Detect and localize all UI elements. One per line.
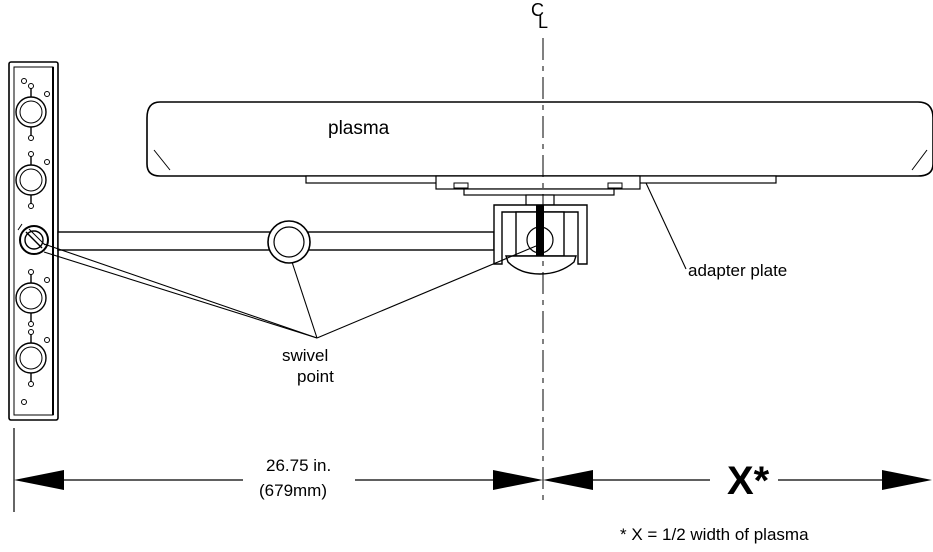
dimension-arm-length	[14, 470, 543, 490]
leader-lines	[43, 182, 687, 339]
footnote: * X = 1/2 width of plasma	[620, 525, 809, 544]
middle-swivel	[267, 220, 311, 264]
swivel-point-label-line1: swivel	[282, 346, 329, 365]
adapter-plate-label: adapter plate	[688, 261, 788, 280]
wall-swivel	[17, 223, 49, 255]
dimension-half-plasma	[543, 470, 932, 490]
swing-arms	[57, 231, 495, 251]
adapter-plate	[305, 175, 777, 196]
dimension-mm-label: (679mm)	[259, 481, 328, 500]
plasma-screen	[146, 101, 933, 177]
centerline-symbol-c: C	[531, 0, 544, 20]
tilt-head	[493, 194, 588, 275]
x-dimension-label: X*	[727, 459, 770, 503]
swivel-point-label-line2: point	[297, 367, 334, 386]
plasma-label: plasma	[328, 118, 390, 139]
centerline-symbol-l: L	[538, 12, 549, 32]
dimension-inches-label: 26.75 in.	[266, 456, 332, 475]
